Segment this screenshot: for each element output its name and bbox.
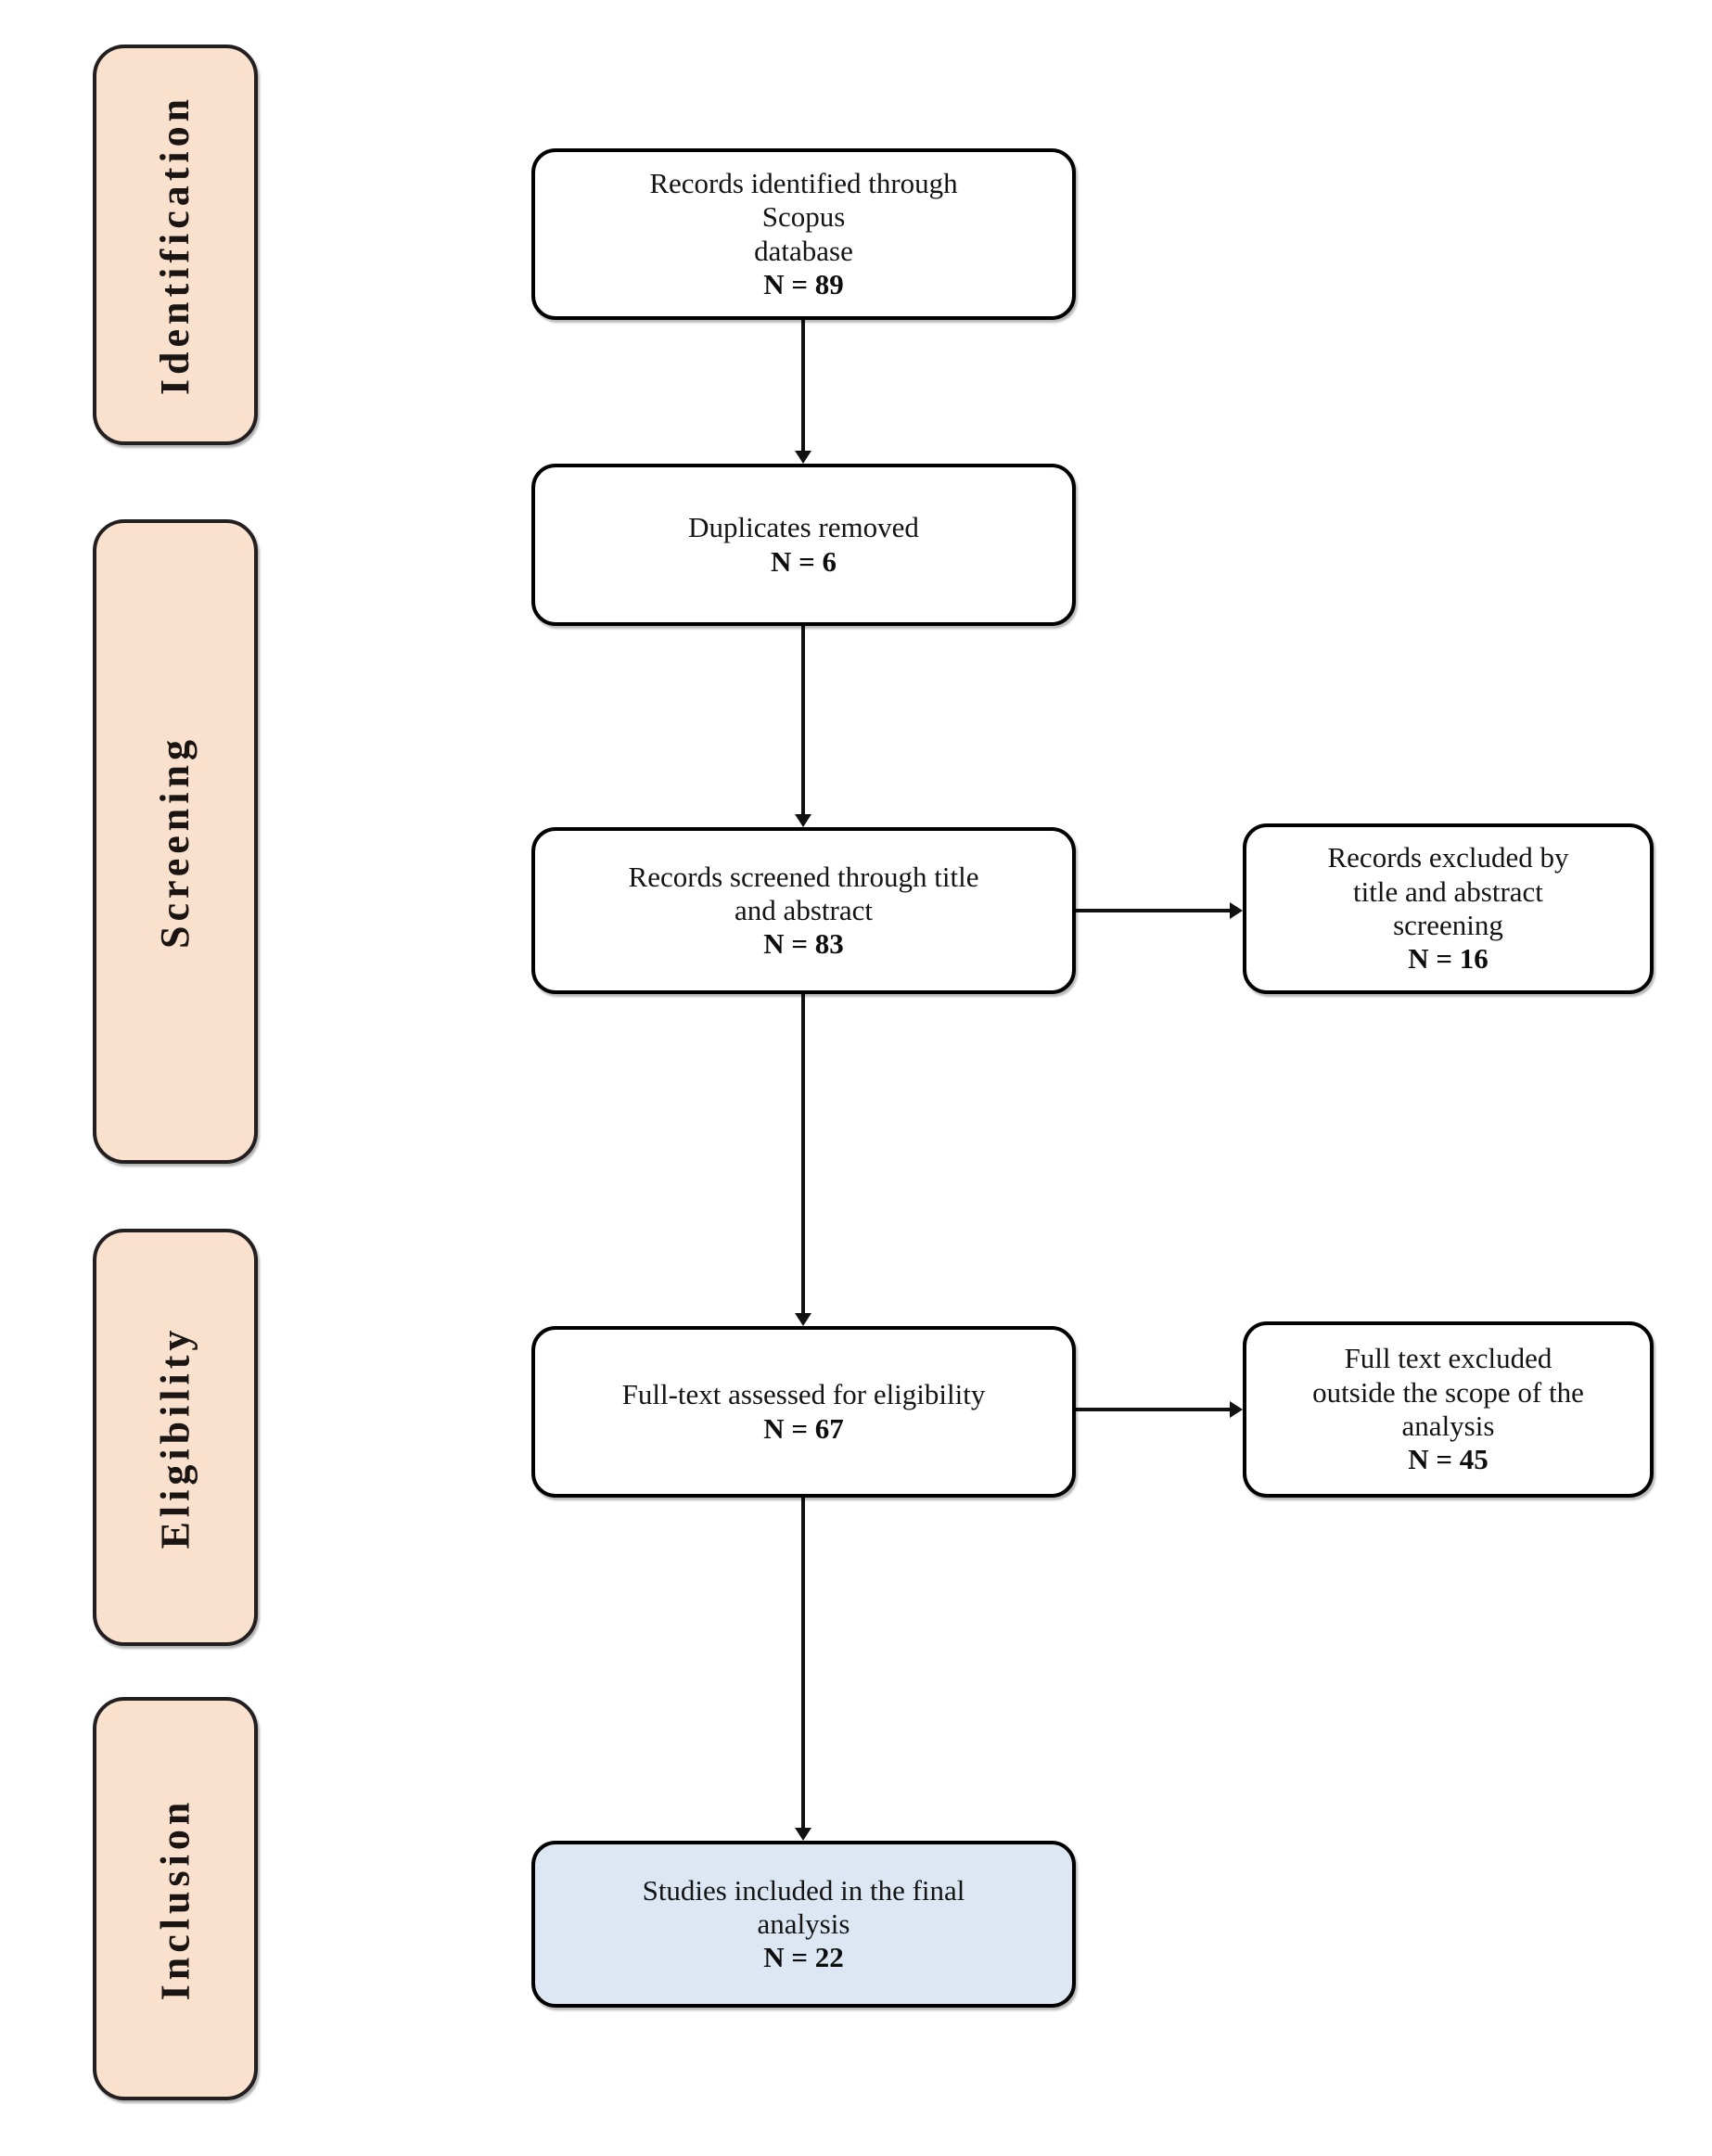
connector-fulltext-to-excluded xyxy=(1076,1408,1230,1411)
connector-screened-to-fulltext xyxy=(801,994,805,1313)
box-studies-included-text: Studies included in the final analysis xyxy=(642,1873,965,1940)
box-records-screened-count: N = 83 xyxy=(763,927,844,961)
arrowhead-identified-to-duplicates xyxy=(795,451,811,464)
stage-label-inclusion: Inclusion xyxy=(152,1797,198,2000)
box-fulltext-assessed: Full-text assessed for eligibility N = 6… xyxy=(531,1326,1076,1498)
connector-fulltext-to-included xyxy=(801,1498,805,1828)
box-duplicates-removed-text: Duplicates removed xyxy=(688,511,919,544)
stage-label-screening: Screening xyxy=(152,734,198,949)
box-records-identified: Records identified through Scopus databa… xyxy=(531,148,1076,320)
box-records-identified-count: N = 89 xyxy=(763,267,844,300)
connector-screened-to-excluded xyxy=(1076,909,1230,912)
box-records-excluded-screening-count: N = 16 xyxy=(1408,942,1488,976)
box-studies-included-count: N = 22 xyxy=(763,1941,844,1974)
stage-tab-identification: Identification xyxy=(93,45,258,445)
box-fulltext-excluded-text: Full text excluded outside the scope of … xyxy=(1312,1342,1584,1442)
stage-tab-inclusion: Inclusion xyxy=(93,1697,258,2100)
arrowhead-screened-to-fulltext xyxy=(795,1313,811,1326)
connector-identified-to-duplicates xyxy=(801,320,805,452)
box-records-screened: Records screened through title and abstr… xyxy=(531,827,1076,994)
arrowhead-duplicates-to-screened xyxy=(795,814,811,827)
box-duplicates-removed: Duplicates removed N = 6 xyxy=(531,464,1076,626)
box-studies-included: Studies included in the final analysis N… xyxy=(531,1841,1076,2008)
stage-tab-eligibility: Eligibility xyxy=(93,1229,258,1646)
stage-label-identification: Identification xyxy=(152,94,198,396)
box-fulltext-excluded: Full text excluded outside the scope of … xyxy=(1243,1321,1654,1498)
box-fulltext-assessed-count: N = 67 xyxy=(763,1411,844,1445)
stage-tab-screening: Screening xyxy=(93,519,258,1164)
box-records-screened-text: Records screened through title and abstr… xyxy=(628,860,979,926)
arrowhead-fulltext-to-included xyxy=(795,1828,811,1841)
box-records-excluded-screening-text: Records excluded by title and abstract s… xyxy=(1327,841,1569,941)
box-records-identified-text: Records identified through Scopus databa… xyxy=(649,166,958,267)
box-fulltext-excluded-count: N = 45 xyxy=(1408,1443,1488,1476)
stage-label-eligibility: Eligibility xyxy=(152,1325,198,1550)
connector-duplicates-to-screened xyxy=(801,626,805,814)
box-fulltext-assessed-text: Full-text assessed for eligibility xyxy=(621,1378,986,1411)
arrowhead-fulltext-to-excluded xyxy=(1230,1401,1243,1418)
box-records-excluded-screening: Records excluded by title and abstract s… xyxy=(1243,823,1654,994)
arrowhead-screened-to-excluded xyxy=(1230,902,1243,919)
box-duplicates-removed-count: N = 6 xyxy=(770,544,837,578)
